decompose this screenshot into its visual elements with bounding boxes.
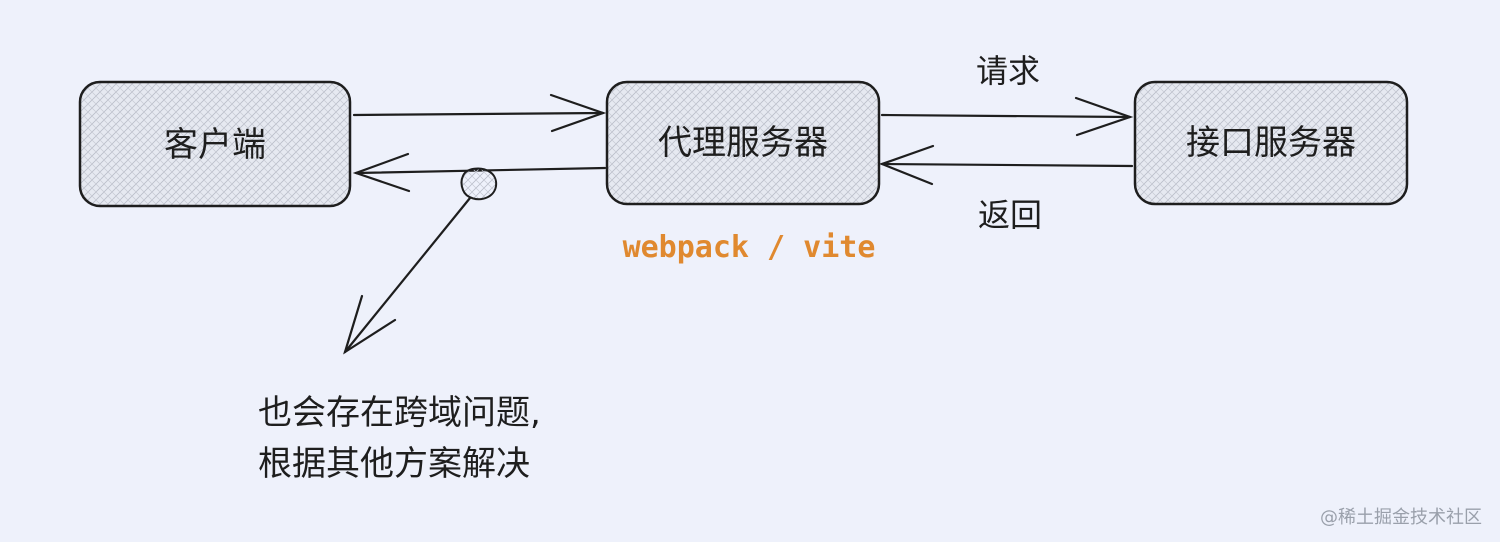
- api-node: 接口服务器: [1133, 80, 1409, 206]
- response-label: 返回: [978, 196, 1042, 234]
- note-line-2: 根据其他方案解决: [258, 444, 530, 484]
- client-label: 客户端: [164, 125, 266, 165]
- proxy-tool-label: webpack / vite: [623, 230, 876, 265]
- arrow-to-note: [343, 196, 472, 355]
- proxy-node: 代理服务器: [605, 80, 881, 206]
- request-label: 请求: [976, 52, 1040, 90]
- arrow-client-to-proxy: [352, 93, 607, 133]
- note-line-1: 也会存在跨域问题,: [258, 393, 541, 433]
- problem-marker: [460, 167, 498, 201]
- arrow-proxy-to-api: [880, 96, 1134, 137]
- client-node: 客户端: [78, 80, 352, 208]
- watermark: @稀土掘金技术社区: [1320, 507, 1482, 528]
- api-label: 接口服务器: [1186, 123, 1356, 163]
- proxy-label: 代理服务器: [658, 123, 828, 163]
- arrow-api-to-proxy: [878, 144, 1134, 186]
